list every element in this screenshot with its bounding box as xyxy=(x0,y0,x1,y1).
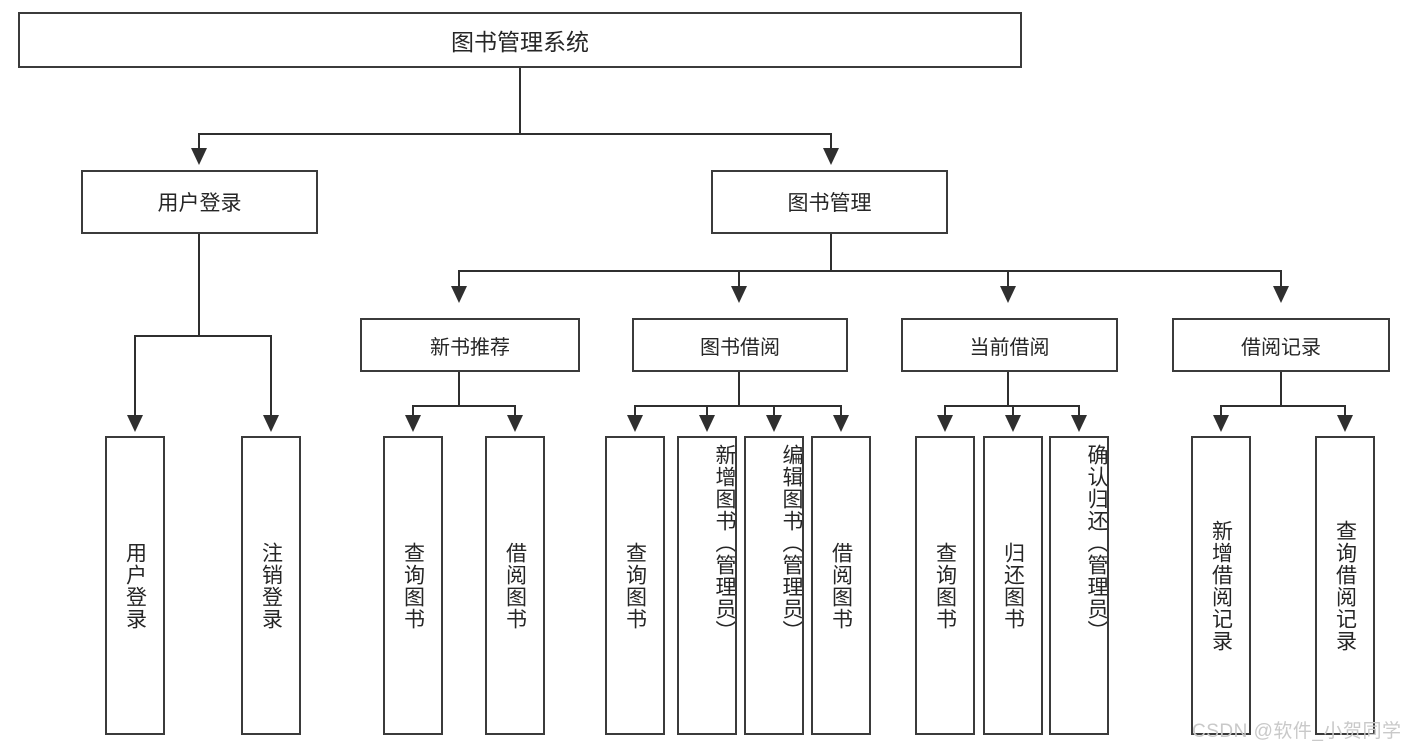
connector-borrow-record-stem xyxy=(1280,372,1282,406)
connector-current-borrow-bar xyxy=(944,405,1078,407)
leaf-borrow-record-query[interactable]: 查询借阅记录 xyxy=(1315,436,1375,735)
arrow-book-borrow-leaf-4 xyxy=(833,415,849,432)
leaf-label: 借阅图书 xyxy=(503,541,527,630)
connector-root-to-user-login xyxy=(198,133,200,150)
connector-book-borrow-stem xyxy=(738,372,740,406)
node-book-management[interactable]: 图书管理 xyxy=(711,170,948,234)
arrow-user-login-leaf-2 xyxy=(263,415,279,432)
arrow-root-to-book-manage xyxy=(823,148,839,165)
leaf-user-login-signin[interactable]: 用户登录 xyxy=(105,436,165,735)
connector-root-stem xyxy=(519,68,521,134)
arrow-to-borrow-record xyxy=(1273,286,1289,303)
leaf-new-book-query[interactable]: 查询图书 xyxy=(383,436,443,735)
node-label: 当前借阅 xyxy=(969,336,1050,359)
leaf-label: 确认归还（管理员） xyxy=(1085,444,1108,642)
leaf-label: 用户登录 xyxy=(123,541,147,630)
connector-book-manage-bar xyxy=(458,270,1282,272)
arrow-book-borrow-leaf-3 xyxy=(766,415,782,432)
arrow-book-borrow-leaf-1 xyxy=(627,415,643,432)
node-label: 用户登录 xyxy=(157,192,242,215)
connector-root-to-book-manage xyxy=(830,133,832,150)
connector-borrow-record-left xyxy=(1220,405,1222,417)
connector-book-borrow-c4 xyxy=(840,405,842,417)
connector-new-book-right xyxy=(514,405,516,417)
arrow-user-login-leaf-1 xyxy=(127,415,143,432)
connector-new-book-stem xyxy=(458,372,460,406)
leaf-current-borrow-confirm-return[interactable]: 确认归还（管理员） xyxy=(1049,436,1109,735)
leaf-label: 注销登录 xyxy=(259,541,283,630)
connector-current-borrow-c3 xyxy=(1078,405,1080,417)
connector-current-borrow-stem xyxy=(1007,372,1009,406)
connector-book-borrow-bar xyxy=(634,405,842,407)
arrow-current-borrow-leaf-1 xyxy=(937,415,953,432)
arrow-to-book-borrow xyxy=(731,286,747,303)
leaf-new-book-borrow[interactable]: 借阅图书 xyxy=(485,436,545,735)
node-user-login[interactable]: 用户登录 xyxy=(81,170,318,234)
arrow-new-book-leaf-1 xyxy=(405,415,421,432)
leaf-book-borrow-borrow[interactable]: 借阅图书 xyxy=(811,436,871,735)
leaf-label: 查询图书 xyxy=(401,541,425,630)
connector-borrow-record-right xyxy=(1344,405,1346,417)
connector-user-login-right xyxy=(270,335,272,417)
node-new-book-recommend[interactable]: 新书推荐 xyxy=(360,318,580,372)
connector-book-borrow-c1 xyxy=(634,405,636,417)
leaf-label: 查询图书 xyxy=(623,541,647,630)
connector-to-book-borrow xyxy=(738,270,740,287)
connector-current-borrow-c1 xyxy=(944,405,946,417)
arrow-borrow-record-leaf-2 xyxy=(1337,415,1353,432)
node-borrow-record[interactable]: 借阅记录 xyxy=(1172,318,1390,372)
arrow-current-borrow-leaf-3 xyxy=(1071,415,1087,432)
leaf-current-borrow-return[interactable]: 归还图书 xyxy=(983,436,1043,735)
leaf-book-borrow-query[interactable]: 查询图书 xyxy=(605,436,665,735)
leaf-borrow-record-add[interactable]: 新增借阅记录 xyxy=(1191,436,1251,735)
node-label: 图书管理 xyxy=(787,192,872,215)
node-label: 图书管理系统 xyxy=(451,29,589,55)
node-book-borrow[interactable]: 图书借阅 xyxy=(632,318,848,372)
leaf-label: 归还图书 xyxy=(1001,541,1025,630)
connector-new-book-left xyxy=(412,405,414,417)
connector-current-borrow-c2 xyxy=(1012,405,1014,417)
csdn-watermark: CSDN @软件_小贺同学 xyxy=(1192,721,1402,742)
connector-new-book-bar xyxy=(412,405,516,407)
arrow-current-borrow-leaf-2 xyxy=(1005,415,1021,432)
connector-book-borrow-c2 xyxy=(706,405,708,417)
leaf-label: 编辑图书（管理员） xyxy=(780,444,803,642)
node-label: 借阅记录 xyxy=(1241,336,1321,359)
leaf-book-borrow-edit[interactable]: 编辑图书（管理员） xyxy=(744,436,804,735)
node-root-system[interactable]: 图书管理系统 xyxy=(18,12,1022,68)
leaf-label: 新增借阅记录 xyxy=(1209,519,1233,652)
connector-to-new-book xyxy=(458,270,460,287)
connector-to-current-borrow xyxy=(1007,270,1009,287)
node-label: 新书推荐 xyxy=(430,336,510,359)
connector-to-borrow-record xyxy=(1280,270,1282,287)
arrow-root-to-user-login xyxy=(191,148,207,165)
node-label: 图书借阅 xyxy=(700,336,780,359)
arrow-to-current-borrow xyxy=(1000,286,1016,303)
node-current-borrow[interactable]: 当前借阅 xyxy=(901,318,1118,372)
connector-user-login-stem xyxy=(198,234,200,336)
leaf-current-borrow-query[interactable]: 查询图书 xyxy=(915,436,975,735)
arrow-new-book-leaf-2 xyxy=(507,415,523,432)
leaf-label: 新增图书（管理员） xyxy=(713,444,736,642)
connector-root-bar xyxy=(198,133,832,135)
arrow-to-new-book xyxy=(451,286,467,303)
leaf-book-borrow-add[interactable]: 新增图书（管理员） xyxy=(677,436,737,735)
connector-borrow-record-bar xyxy=(1220,405,1344,407)
leaf-label: 查询图书 xyxy=(933,541,957,630)
arrow-book-borrow-leaf-2 xyxy=(699,415,715,432)
leaf-label: 查询借阅记录 xyxy=(1333,519,1357,652)
connector-user-login-bar xyxy=(134,335,272,337)
connector-book-borrow-c3 xyxy=(773,405,775,417)
arrow-borrow-record-leaf-1 xyxy=(1213,415,1229,432)
leaf-label: 借阅图书 xyxy=(829,541,853,630)
leaf-user-login-signout[interactable]: 注销登录 xyxy=(241,436,301,735)
connector-user-login-left xyxy=(134,335,136,417)
connector-book-manage-stem xyxy=(830,234,832,272)
